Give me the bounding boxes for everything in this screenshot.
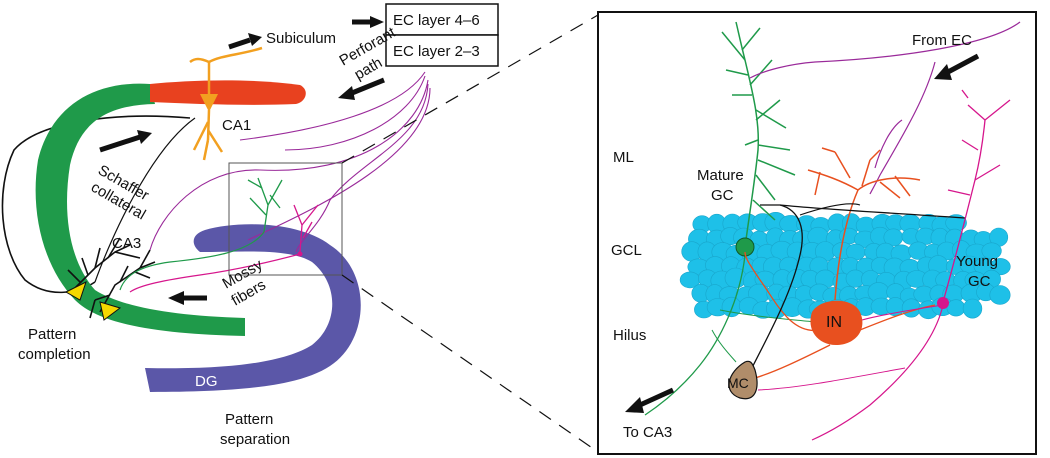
interneuron-dendrites [807,147,921,301]
ca3-recurrent-loop [1,115,191,294]
young-gc-collateral-mc [757,367,906,391]
ec-layer-2-3-box [385,34,499,67]
ec-layer-2-3-label: EC layer 2–3 [393,43,480,60]
gcl-cell-layer [679,212,1011,320]
schaffer-collateral-arrow [99,130,152,153]
mossy-cell-axon-branch [779,204,966,219]
to-ca3-label: To CA3 [623,424,672,441]
gcl-label: GCL [611,242,642,259]
pattern-completion-label-2: completion [18,346,91,363]
ca3-pyramidal-cell-2 [99,301,122,321]
mossy-fibers-arrow [168,291,207,305]
mini-young-gc [297,251,303,257]
interneuron-axon-right [859,304,936,331]
granule-cell [962,298,983,319]
mossy-cell-soma [728,360,758,400]
subiculum-to-ec-arrow [352,16,384,28]
young-gc-label-1: Young [956,253,998,270]
granule-cell [721,296,742,318]
mossy-fiber-pink [129,253,301,293]
young-gc-axon [811,304,944,441]
young-gc-dendrites [942,89,1011,303]
from-ec-arrow [934,53,980,80]
pattern-completion-label-1: Pattern [28,326,76,343]
subiculum-arrow [228,33,262,50]
perforant-path-arrow [338,77,385,100]
right-panel: IN MC From EC ML Mature GC GCL Young GC … [597,11,1037,455]
ca1-neuron [189,46,263,161]
ml-label: ML [613,149,634,166]
young-gc-label-2: GC [968,273,991,290]
mossy-fiber-green [119,231,265,291]
pattern-separation-label-1: Pattern [225,411,273,428]
mini-dg-neurons [247,177,319,253]
mature-gc-soma [735,237,755,257]
dg-region [145,224,361,392]
granule-cell [946,299,966,317]
ca3-label: CA3 [112,235,141,252]
granule-cell [901,298,921,318]
granule-cell [989,285,1011,305]
mature-gc-axon [644,254,746,416]
ca1-label: CA1 [222,117,251,134]
interneuron-axon-mc [754,344,831,379]
zoom-line-bottom [341,274,599,453]
schaffer-collateral-line [94,117,196,283]
young-gc-soma [937,297,949,309]
dg-label: DG [195,373,218,390]
mature-gc-label-2: GC [711,187,734,204]
mature-gc-label-1: Mature [697,167,744,184]
to-ca3-arrow [625,387,675,413]
ca3-neurons [67,237,156,319]
mature-gc-collateral-mc [711,329,737,363]
ca1-region [150,80,306,105]
interneuron-axon-left [744,251,821,332]
ec-layer-4-6-label: EC layer 4–6 [393,12,480,29]
zoom-box [228,162,343,276]
interneuron-label: IN [826,314,842,331]
interneuron-soma [810,300,863,345]
young-gc-collateral-in [861,304,944,321]
subiculum-label: Subiculum [266,30,336,47]
mossy-cell-axon [744,204,803,383]
pattern-separation-label-2: separation [220,431,290,448]
granule-cell [981,242,1002,260]
mature-gc-dendrites [721,21,796,248]
ec-fibers [749,21,1021,195]
zoom-line-top [341,14,599,164]
ca3-pyramidal-cell [64,281,87,301]
from-ec-label: From EC [912,32,972,49]
mossy-cell-axon-branch-2 [799,203,861,216]
hilus-label: Hilus [613,327,646,344]
left-panel: EC layer 4–6 EC layer 2–3 Subiculum Perf… [1,3,599,453]
mossy-cell-label: MC [727,375,749,391]
